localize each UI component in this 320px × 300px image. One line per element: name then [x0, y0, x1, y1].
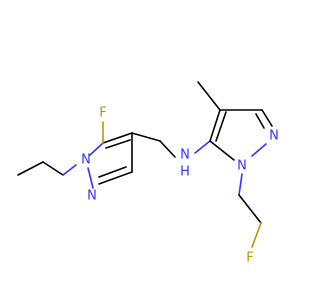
atom-f-left: F	[99, 106, 106, 121]
bond-ch2-nh	[159, 140, 176, 158]
molecule-structure: F N N N H N N F	[17, 81, 279, 266]
atom-amine-h: H	[180, 165, 190, 180]
atom-n2-right: N	[269, 129, 279, 144]
bond-c5-c4-right-double	[215, 111, 227, 142]
bond-c3-n2-left-double	[98, 166, 127, 178]
atom-n1-right: N	[237, 159, 247, 174]
bond-ch2-ch2f	[238, 194, 262, 224]
bond-c3-n2-left	[98, 171, 133, 185]
bond-ch2-f-right	[251, 222, 262, 248]
bond-c5-c4-right	[209, 109, 221, 142]
bond-c3-n2-right-double	[255, 113, 265, 129]
bond-ethyl-ch2	[42, 161, 64, 176]
atom-n2-left: N	[87, 189, 97, 204]
bond-c4-ch2	[131, 132, 161, 142]
atom-n1-left: N	[81, 153, 91, 168]
bond-n2-n1-left	[87, 167, 94, 189]
bond-ethyl-n1	[62, 164, 77, 176]
bond-n1-c5-right	[209, 140, 235, 161]
bond-n1-ch2-right	[238, 173, 243, 196]
bond-n1-c5-left	[89, 142, 104, 156]
bond-n2-n1-right	[251, 143, 267, 157]
bond-c5-c4-left-double	[105, 139, 131, 149]
bond-c3-n2-right	[261, 109, 273, 127]
atom-amine-n: N	[180, 148, 190, 163]
atom-f-right: F	[246, 251, 253, 266]
bond-ethyl-ch3	[17, 161, 44, 176]
bond-nh-c5-right	[194, 140, 211, 154]
bond-c4-methyl	[197, 81, 221, 111]
bond-c5-c4-left	[102, 132, 133, 144]
